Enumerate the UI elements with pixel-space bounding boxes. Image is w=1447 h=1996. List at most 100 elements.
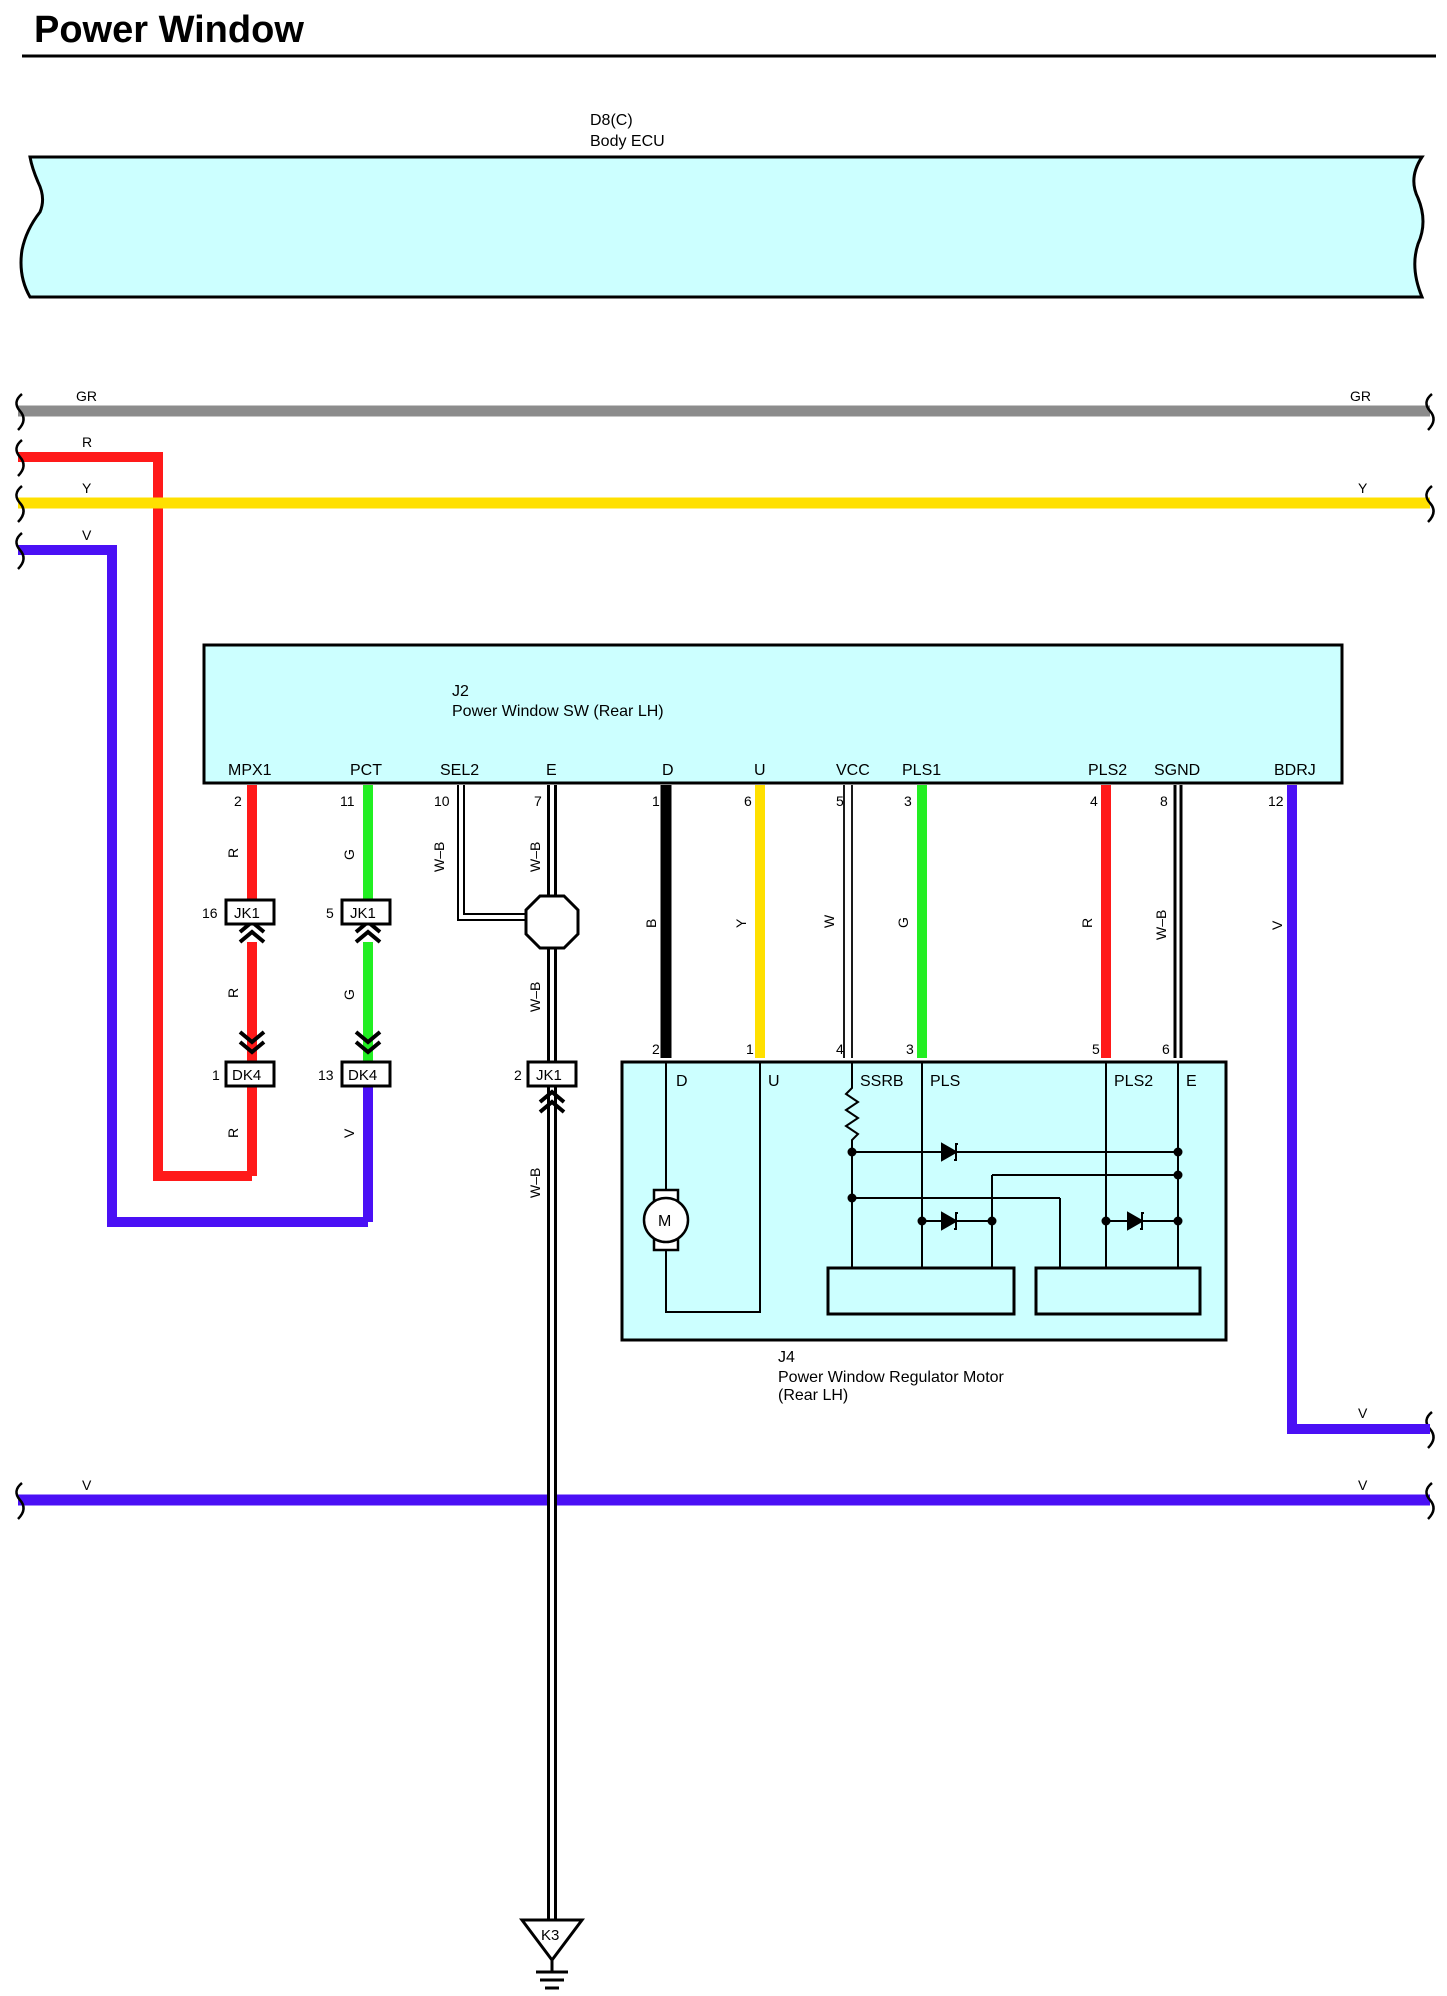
ground-k3-label: K3 [541, 1927, 559, 1944]
junction-dots [847, 1147, 1183, 1226]
e-wire-label-mid: W–B [527, 982, 543, 1012]
e-wire-label-upper: W–B [527, 842, 543, 872]
switch-pin-num-mpx1: 2 [234, 793, 242, 809]
bdrj-wire-label: V [1269, 920, 1285, 930]
jk1-a-label: JK1 [234, 905, 260, 922]
switch-pin-name-sgnd: SGND [1154, 762, 1200, 779]
bus-gr-label-right: GR [1350, 388, 1371, 404]
sel2-wire-label: W–B [431, 842, 447, 872]
body-ecu-box [19, 155, 1425, 299]
jk1-a-pin: 16 [202, 905, 218, 921]
motor-name-line2: (Rear LH) [778, 1387, 848, 1404]
vcc-wire-label: W [821, 914, 837, 928]
switch-pin-num-pct: 11 [340, 793, 355, 809]
switch-id: J2 [452, 683, 469, 700]
d-wire-label: B [643, 919, 659, 928]
jk1-c-pin: 2 [514, 1067, 522, 1083]
pct-wire-label-mid: G [341, 989, 357, 1000]
motor-pin-name-e: E [1186, 1073, 1197, 1090]
regulator-motor-box [620, 1060, 1228, 1342]
dk4-b-box [340, 1060, 392, 1088]
switch-pin-name-e: E [546, 762, 557, 779]
switch-pin-name-pls1: PLS1 [902, 762, 941, 779]
motor-name-line1: Power Window Regulator Motor [778, 1369, 1005, 1386]
mpx1-wire-label-lower: R [225, 1128, 241, 1138]
motor-pin-num-u: 1 [746, 1041, 754, 1057]
wire-break-marks [15, 393, 1435, 1520]
switch-pin-name-vcc: VCC [836, 762, 870, 779]
bus-v-bottom-label-left: V [82, 1477, 92, 1493]
dk4-b-label: DK4 [348, 1067, 377, 1084]
motor-symbol-icon [642, 1188, 690, 1252]
motor-pin-name-pls: PLS [930, 1073, 960, 1090]
dk4-a-box [224, 1060, 276, 1088]
ground-splice-octagon [524, 894, 580, 950]
switch-pin-name-u: U [754, 762, 766, 779]
v-bus-wire-top [18, 545, 368, 1227]
dk4-a-pin: 1 [212, 1067, 220, 1083]
bus-v-bdrj-label-right: V [1358, 1405, 1368, 1421]
body-ecu-id: D8(C) [590, 112, 633, 129]
body-ecu-name: Body ECU [590, 133, 665, 150]
bus-gr-label-left: GR [76, 388, 97, 404]
ground-symbol-icon [536, 1960, 568, 1990]
switch-pin-name-d: D [662, 762, 674, 779]
motor-symbol-label: M [658, 1213, 671, 1230]
switch-pin-name-pct: PCT [350, 762, 382, 779]
switch-pin-name-mpx1: MPX1 [228, 762, 272, 779]
sgnd-wire-label: W–B [1153, 910, 1169, 940]
vcc-wire [843, 785, 853, 1058]
jk1-b-pin: 5 [326, 905, 334, 921]
zener-diode-icons [941, 1142, 1145, 1231]
pct-connector-arrows [354, 919, 382, 1055]
ground-k3-triangle [519, 1918, 585, 1963]
r-bus-wire [18, 452, 252, 1181]
jk1-b-label: JK1 [350, 905, 376, 922]
sel2-wire [457, 785, 530, 921]
switch-pin-name-sel2: SEL2 [440, 762, 479, 779]
switch-pin-num-e: 7 [534, 793, 542, 809]
page-title: Power Window [34, 9, 304, 51]
motor-pin-num-e: 6 [1162, 1041, 1170, 1057]
dk4-a-label: DK4 [232, 1067, 261, 1084]
jk1-c-label: JK1 [536, 1067, 562, 1084]
motor-pin-num-pls2: 5 [1092, 1041, 1100, 1057]
switch-pin-num-d: 1 [652, 793, 660, 809]
bus-v-bottom-label-right: V [1358, 1477, 1368, 1493]
bus-y-label-left: Y [82, 480, 92, 496]
bus-y-label-right: Y [1358, 480, 1368, 496]
e-connector-arrows [538, 1089, 566, 1114]
motor-pin-num-ssrb: 4 [836, 1041, 844, 1057]
motor-pin-num-pls: 3 [906, 1041, 914, 1057]
switch-pin-num-bdrj: 12 [1268, 793, 1284, 809]
pls2-wire-label: R [1079, 918, 1095, 928]
motor-pin-name-pls2: PLS2 [1114, 1073, 1153, 1090]
power-window-switch-box [202, 643, 1344, 785]
dk4-b-pin: 13 [318, 1067, 334, 1083]
e-wire-label-lower: W–B [527, 1168, 543, 1198]
switch-pin-num-pls1: 3 [904, 793, 912, 809]
u-wire-label: Y [733, 918, 749, 928]
switch-pin-name-bdrj: BDRJ [1274, 762, 1316, 779]
bdrj-wire [1287, 785, 1430, 1434]
mpx1-wire-label-mid: R [225, 988, 241, 998]
pct-wire-label-lower: V [341, 1128, 357, 1138]
jk1-a-box [224, 898, 276, 926]
switch-pin-name-pls2: PLS2 [1088, 762, 1127, 779]
motor-pin-name-d: D [676, 1073, 688, 1090]
switch-pin-num-pls2: 4 [1090, 793, 1098, 809]
pls1-wire-label: G [895, 917, 911, 928]
jk1-c-box [526, 1060, 578, 1088]
bus-r-label-left: R [82, 434, 92, 450]
switch-pin-num-u: 6 [744, 793, 752, 809]
switch-pin-num-sgnd: 8 [1160, 793, 1168, 809]
bus-v-label-left: V [82, 527, 92, 543]
pct-wire-label-upper: G [341, 849, 357, 860]
mpx1-wire-label-upper: R [225, 848, 241, 858]
switch-pin-num-vcc: 5 [836, 793, 844, 809]
motor-pin-name-u: U [768, 1073, 780, 1090]
bus-lines [18, 405, 1430, 1506]
switch-pin-num-sel2: 10 [434, 793, 450, 809]
motor-pin-name-ssrb: SSRB [860, 1073, 904, 1090]
